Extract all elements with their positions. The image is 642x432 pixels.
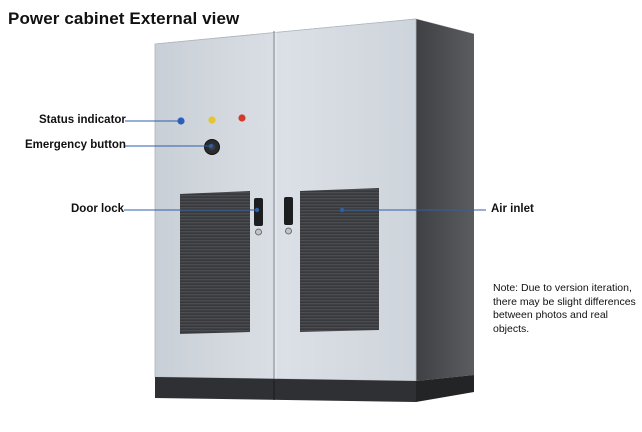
- air-inlet-label: Air inlet: [491, 203, 534, 215]
- page-title: Power cabinet External view: [8, 9, 240, 28]
- status-indicator-label: Status indicator: [39, 114, 126, 126]
- cabinet-side: [416, 19, 474, 381]
- right-door-handle-icon: [284, 197, 293, 225]
- left-air-grille: [180, 191, 250, 334]
- left-door-handle-icon: [254, 198, 263, 226]
- cabinet-base: [155, 377, 416, 402]
- indicator-yellow-icon: [208, 116, 216, 124]
- version-note: Note: Due to version iteration, there ma…: [493, 282, 636, 335]
- emergency-button-label: Emergency button: [25, 139, 126, 151]
- door-lock-label: Door lock: [71, 203, 125, 215]
- right-air-grille: [300, 188, 379, 332]
- indicator-red-icon: [238, 114, 246, 122]
